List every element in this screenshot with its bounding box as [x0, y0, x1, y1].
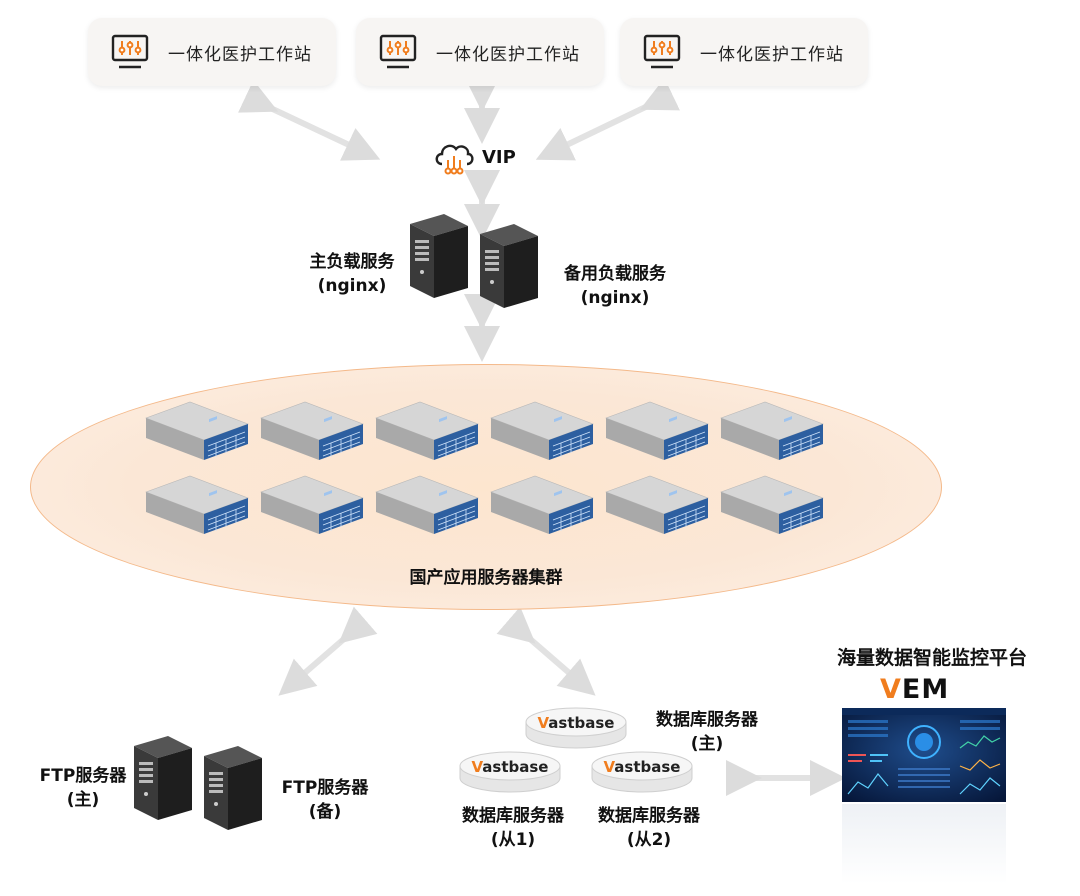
cloud-network-icon	[435, 144, 474, 175]
db-replica2-label: 数据库服务器 (从2)	[598, 806, 700, 850]
rack-server	[720, 475, 824, 534]
backup-load-balancer-server	[480, 224, 538, 308]
rack-server	[145, 475, 249, 534]
cluster-label: 国产应用服务器集群	[409, 568, 563, 588]
arrow-cluster-ftp	[278, 606, 378, 696]
rack-server	[720, 401, 824, 460]
arrow-ws3-vip	[535, 77, 681, 161]
vastbase-logo-text: astbase	[614, 758, 680, 776]
ftp-primary-label: FTP服务器 (主)	[39, 766, 127, 810]
rack-server	[260, 475, 364, 534]
workstation-label: 一体化医护工作站	[168, 44, 312, 65]
svg-text:Vastbase: Vastbase	[604, 758, 681, 776]
rack-server	[260, 401, 364, 460]
arrow-ws1-vip	[238, 80, 381, 161]
vem-dashboard-reflection	[842, 804, 1006, 884]
monitor-icon	[379, 34, 417, 69]
backup-lb-label: 备用负载服务 (nginx)	[564, 264, 666, 308]
arrow-cluster-db	[496, 606, 596, 696]
vastbase-logo-text: astbase	[548, 714, 614, 732]
rack-server	[145, 401, 249, 460]
monitor-icon	[111, 34, 149, 69]
rack-server	[605, 401, 709, 460]
monitor-platform-title: 海量数据智能监控平台	[836, 647, 1027, 669]
ftp-primary-server	[134, 736, 192, 820]
db-primary-disk: Vastbase	[525, 707, 627, 749]
rack-server	[375, 475, 479, 534]
vastbase-logo-v: V	[604, 758, 616, 776]
db-replica1-label: 数据库服务器 (从1)	[462, 806, 564, 850]
db-replica1-disk: Vastbase	[459, 751, 561, 793]
rack-server-grid	[145, 401, 824, 534]
workstation-label: 一体化医护工作站	[436, 44, 580, 65]
db-primary-label: 数据库服务器 (主)	[656, 710, 758, 754]
monitor-icon	[643, 34, 681, 69]
vip-label: VIP	[482, 147, 516, 168]
rack-server	[375, 401, 479, 460]
rack-server	[490, 401, 594, 460]
primary-lb-label: 主负载服务 (nginx)	[309, 252, 395, 296]
workstation-card-1: 一体化医护工作站	[88, 18, 336, 86]
rack-server	[490, 475, 594, 534]
vem-logo: VEM	[880, 674, 950, 705]
vastbase-logo-text: astbase	[482, 758, 548, 776]
vastbase-logo-v: V	[538, 714, 550, 732]
workstation-label: 一体化医护工作站	[700, 44, 844, 65]
vastbase-logo-v: V	[472, 758, 484, 776]
vem-dashboard-screenshot	[842, 708, 1006, 802]
workstation-card-2: 一体化医护工作站	[356, 18, 604, 86]
ftp-backup-label: FTP服务器 (备)	[281, 778, 369, 822]
workstation-card-3: 一体化医护工作站	[620, 18, 868, 86]
ftp-backup-server	[204, 746, 262, 830]
primary-load-balancer-server	[410, 214, 468, 298]
svg-text:Vastbase: Vastbase	[472, 758, 549, 776]
svg-text:Vastbase: Vastbase	[538, 714, 615, 732]
db-replica2-disk: Vastbase	[591, 751, 693, 793]
rack-server	[605, 475, 709, 534]
